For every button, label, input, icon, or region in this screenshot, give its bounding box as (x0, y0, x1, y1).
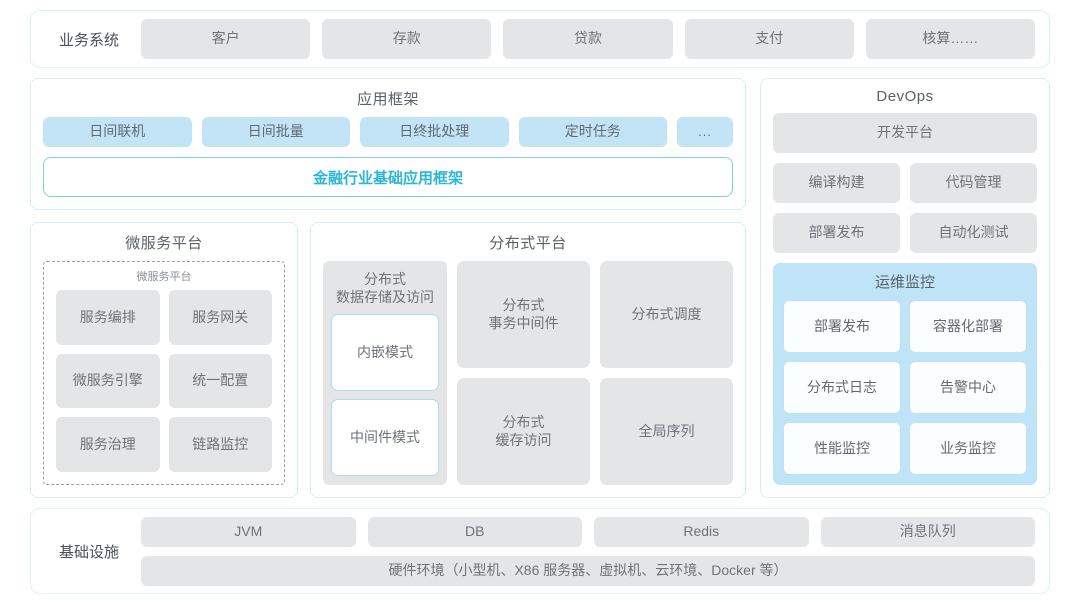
business-systems-items: 客户 存款 贷款 支付 核算…… (141, 19, 1036, 59)
devops-item[interactable]: 编译构建 (773, 163, 900, 203)
devops-item[interactable]: 代码管理 (910, 163, 1037, 203)
finance-base-framework-banner: 金融行业基础应用框架 (43, 157, 733, 197)
distributed-storage-mode[interactable]: 内嵌模式 (331, 314, 439, 391)
business-system-item[interactable]: 客户 (141, 19, 311, 59)
distributed-item[interactable]: 全局序列 (600, 378, 733, 485)
business-system-item[interactable]: 贷款 (503, 19, 673, 59)
devops-platform-item[interactable]: 开发平台 (773, 113, 1037, 153)
platforms-row: 微服务平台 微服务平台 服务编排 服务网关 微服务引擎 统一配置 服务治理 链路… (30, 222, 746, 498)
app-framework-item[interactable]: 定时任务 (518, 117, 667, 147)
business-systems-label: 业务系统 (58, 31, 119, 49)
ops-monitoring-item[interactable]: 业务监控 (909, 422, 1027, 475)
middle-region: 应用框架 日间联机 日间批量 日终批处理 定时任务 ... 金融行业基础应用框架… (30, 78, 1050, 498)
ops-monitoring-title: 运维监控 (874, 274, 935, 291)
application-framework-chips: 日间联机 日间批量 日终批处理 定时任务 ... (43, 117, 733, 147)
application-framework-title: 应用框架 (356, 91, 419, 108)
microservice-platform-inner-box: 微服务平台 服务编排 服务网关 微服务引擎 统一配置 服务治理 链路监控 (43, 261, 285, 485)
distributed-storage-mode[interactable]: 中间件模式 (331, 399, 439, 476)
ops-monitoring-item[interactable]: 性能监控 (783, 422, 901, 475)
infrastructure-item[interactable]: 消息队列 (820, 516, 1035, 547)
ops-monitoring-items: 部署发布 容器化部署 分布式日志 告警中心 性能监控 业务监控 (783, 300, 1027, 475)
distributed-item[interactable]: 分布式调度 (600, 261, 733, 368)
distributed-item[interactable]: 分布式 事务中间件 (457, 261, 590, 368)
devops-items: 编译构建 代码管理 部署发布 自动化测试 (773, 163, 1037, 253)
microservice-item[interactable]: 服务治理 (56, 417, 160, 472)
devops-item[interactable]: 自动化测试 (910, 213, 1037, 253)
microservice-item[interactable]: 统一配置 (168, 353, 272, 409)
distributed-platform-body: 分布式 数据存储及访问 内嵌模式 中间件模式 分布式 事务中间件 分布式调度 分… (311, 261, 745, 497)
microservice-item[interactable]: 服务编排 (56, 290, 160, 345)
infrastructure-section: 基础设施 JVM DB Redis 消息队列 硬件环境（小型机、X86 服务器、… (30, 508, 1050, 594)
microservice-platform-items: 服务编排 服务网关 微服务引擎 统一配置 服务治理 链路监控 (56, 290, 272, 472)
business-system-item[interactable]: 存款 (322, 19, 492, 59)
infrastructure-item[interactable]: JVM (141, 516, 356, 547)
distributed-platform-title: 分布式平台 (489, 235, 567, 252)
infrastructure-label: 基础设施 (58, 543, 119, 561)
ops-monitoring-item[interactable]: 告警中心 (909, 361, 1027, 414)
microservice-item[interactable]: 链路监控 (168, 417, 272, 472)
infrastructure-item[interactable]: Redis (594, 516, 809, 547)
app-framework-item[interactable]: 日间批量 (201, 117, 350, 147)
app-framework-item[interactable]: 日终批处理 (360, 117, 509, 147)
distributed-storage-label: 分布式 数据存储及访问 (336, 271, 434, 305)
microservice-item[interactable]: 服务网关 (168, 290, 272, 345)
microservice-platform-title: 微服务平台 (125, 235, 203, 252)
app-framework-item[interactable]: 日间联机 (43, 117, 192, 147)
ops-monitoring-item[interactable]: 容器化部署 (909, 300, 1027, 353)
infrastructure-content: JVM DB Redis 消息队列 硬件环境（小型机、X86 服务器、虚拟机、云… (141, 516, 1035, 586)
distributed-storage-group: 分布式 数据存储及访问 内嵌模式 中间件模式 (323, 261, 447, 485)
devops-card: DevOps 开发平台 编译构建 代码管理 部署发布 自动化测试 运维监控 部署… (760, 78, 1050, 498)
business-system-item[interactable]: 支付 (684, 19, 854, 59)
infrastructure-items: JVM DB Redis 消息队列 (141, 516, 1035, 547)
devops-title: DevOps (876, 88, 934, 105)
ops-monitoring-item[interactable]: 部署发布 (783, 300, 901, 353)
app-framework-more-item[interactable]: ... (677, 117, 733, 147)
business-systems-section: 业务系统 客户 存款 贷款 支付 核算…… (30, 10, 1050, 68)
platform-column: 应用框架 日间联机 日间批量 日终批处理 定时任务 ... 金融行业基础应用框架… (30, 78, 746, 498)
hardware-environment-item[interactable]: 硬件环境（小型机、X86 服务器、虚拟机、云环境、Docker 等） (141, 555, 1035, 586)
microservice-platform-inner-title: 微服务平台 (136, 271, 192, 283)
infrastructure-item[interactable]: DB (367, 516, 582, 547)
distributed-platform-card: 分布式平台 分布式 数据存储及访问 内嵌模式 中间件模式 分布式 事务中间件 分… (310, 222, 746, 498)
ops-monitoring-group: 运维监控 部署发布 容器化部署 分布式日志 告警中心 性能监控 业务监控 (773, 263, 1037, 485)
devops-column: DevOps 开发平台 编译构建 代码管理 部署发布 自动化测试 运维监控 部署… (760, 78, 1050, 498)
distributed-platform-items: 分布式 事务中间件 分布式调度 分布式 缓存访问 全局序列 (457, 261, 733, 485)
devops-item[interactable]: 部署发布 (773, 213, 900, 253)
microservice-item[interactable]: 微服务引擎 (56, 353, 160, 409)
application-framework-card: 应用框架 日间联机 日间批量 日终批处理 定时任务 ... 金融行业基础应用框架 (30, 78, 746, 210)
business-system-item[interactable]: 核算…… (865, 19, 1036, 59)
ops-monitoring-item[interactable]: 分布式日志 (783, 361, 901, 414)
microservice-platform-card: 微服务平台 微服务平台 服务编排 服务网关 微服务引擎 统一配置 服务治理 链路… (30, 222, 298, 498)
distributed-item[interactable]: 分布式 缓存访问 (457, 378, 590, 485)
